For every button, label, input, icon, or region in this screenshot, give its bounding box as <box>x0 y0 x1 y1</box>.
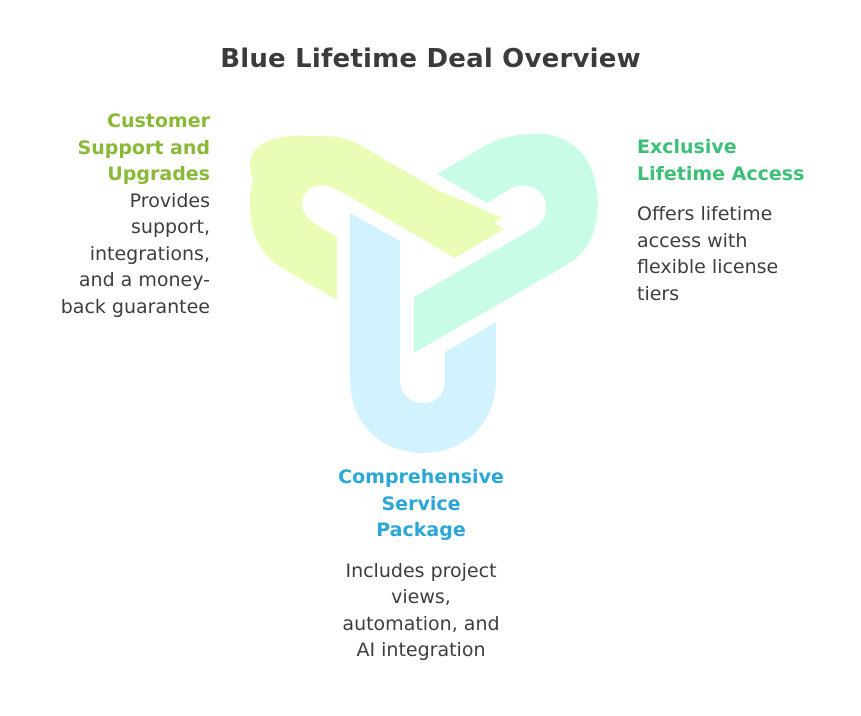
section-lifetime-access: Exclusive Lifetime Access Offers lifetim… <box>637 134 837 307</box>
loop-lifetime-access <box>414 133 598 353</box>
section-description: Offers lifetime access with flexible lic… <box>637 203 779 305</box>
loop-customer-support-band <box>249 136 504 300</box>
section-service-package: Comprehensive Service Package Includes p… <box>310 464 532 664</box>
diagram-title: Blue Lifetime Deal Overview <box>220 44 641 74</box>
section-heading: Customer Support and Upgrades <box>77 110 210 185</box>
loop-service-package <box>350 213 496 453</box>
section-description: Provides support, integrations, and a mo… <box>60 189 210 318</box>
section-heading: Comprehensive Service Package <box>338 466 504 541</box>
section-heading: Exclusive Lifetime Access <box>637 136 805 185</box>
section-description: Includes project views, automation, and … <box>342 559 500 662</box>
section-customer-support: Customer Support and Upgrades Provides s… <box>20 108 210 320</box>
